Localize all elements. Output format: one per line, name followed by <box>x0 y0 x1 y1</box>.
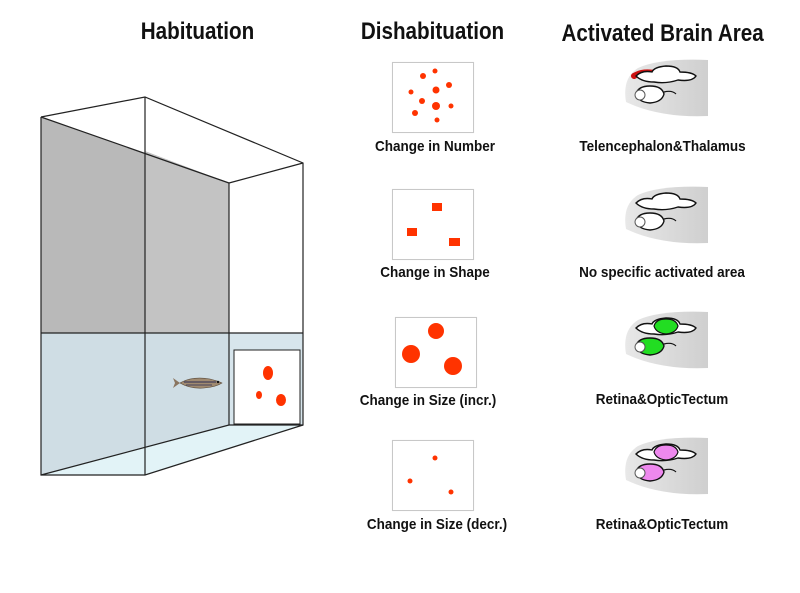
brain-diagram-no-specific <box>625 186 708 244</box>
brain-diagram-retina-tectum-incr <box>625 311 708 369</box>
stimulus-label-shape: Change in Shape <box>380 264 490 281</box>
brain-diagram-retina-tectum-decr <box>625 437 708 495</box>
dishabituation-title: Dishabituation <box>360 18 505 45</box>
habituation-title: Habituation <box>140 18 255 45</box>
habituation-dot <box>263 366 273 380</box>
stimulus-label-size-decr: Change in Size (decr.) <box>366 516 508 533</box>
habituation-stimulus-card <box>233 349 301 425</box>
habituation-dot <box>256 391 262 399</box>
stimulus-label-number: Change in Number <box>374 138 496 155</box>
zebrafish-icon <box>173 377 223 389</box>
brain-label-retina-tectum-decr: Retina&OpticTectum <box>595 516 729 533</box>
stimulus-card-size-incr <box>395 317 477 388</box>
stimulus-label-size-incr: Change in Size (incr.) <box>359 392 497 409</box>
tank-water-back <box>41 333 229 475</box>
habituation-dot <box>276 394 286 406</box>
tank-side-shade <box>145 151 229 333</box>
tank-floor <box>41 425 303 475</box>
brain-label-no-specific: No specific activated area <box>579 264 745 281</box>
stimulus-card-number <box>392 62 474 133</box>
brain-label-retina-tectum-incr: Retina&OpticTectum <box>595 391 729 408</box>
brain-area-title: Activated Brain Area <box>561 20 764 47</box>
stimulus-card-size-decr <box>392 440 474 511</box>
brain-diagram-telencephalon-thalamus <box>625 59 708 117</box>
brain-label-telencephalon-thalamus: Telencephalon&Thalamus <box>579 138 746 155</box>
stimulus-card-shape <box>392 189 474 260</box>
